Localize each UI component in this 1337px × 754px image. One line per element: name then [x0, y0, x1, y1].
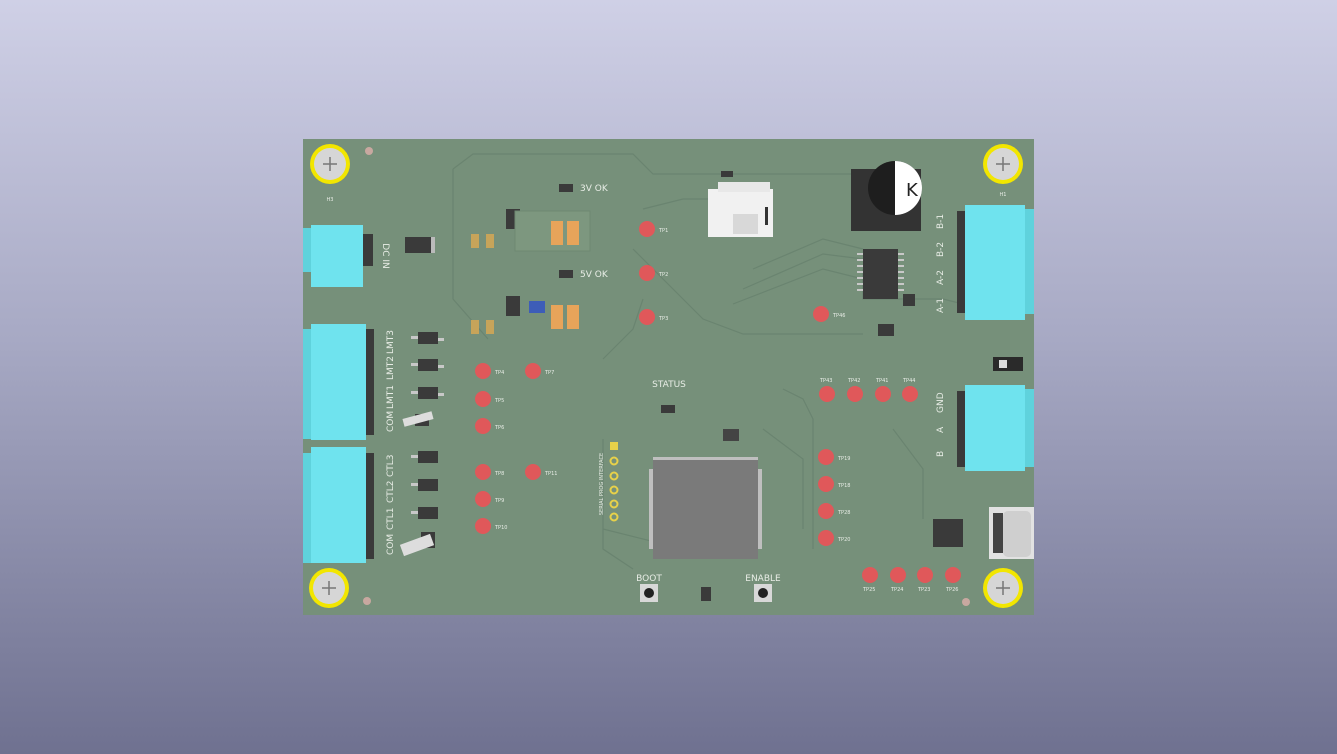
terminal-label: COM — [386, 411, 396, 432]
tp-label: TP6 — [494, 425, 504, 431]
tp-label: TP5 — [494, 398, 504, 404]
tp-label: TP44 — [902, 378, 915, 384]
mcu-module — [649, 457, 762, 559]
terminal-label: CTL2 — [386, 480, 396, 503]
status-led — [661, 405, 675, 413]
hole-label: H1 — [1000, 192, 1007, 198]
transistors-left — [415, 332, 438, 548]
terminal-label: COM — [386, 534, 396, 555]
testpoint-tp46 — [813, 306, 829, 322]
mounting-hole-h1: H1 — [983, 144, 1023, 198]
slide-switch — [993, 357, 1023, 371]
terminal-can: A-1 A-2 B-2 B-1 — [936, 205, 1037, 320]
testpoints-left: TP4 TP5 TP6 TP8 TP9 TP10 TP7 TP11 — [475, 363, 557, 534]
led-5v-label: 5V OK — [580, 270, 609, 280]
enable-label: ENABLE — [745, 574, 781, 584]
hole-label: H3 — [327, 197, 334, 203]
status-label: STATUS — [652, 380, 686, 390]
transistor-pins — [411, 336, 444, 514]
testpoints-right-row: TP43 TP42 TP41 TP44 — [819, 378, 918, 402]
terminal-label: B-2 — [936, 242, 946, 257]
header-label: SERIAL PROG INTERFACE — [599, 453, 605, 515]
power-section: 3V OK 5V OK — [471, 184, 609, 334]
jst-connector — [708, 171, 773, 237]
fiducials — [363, 147, 970, 606]
terminal-label: LMT1 — [386, 385, 396, 409]
terminal-label: A-2 — [936, 270, 946, 285]
tp-label: TP28 — [837, 510, 850, 516]
testpoints-mid: TP1 TP2 TP3 — [639, 221, 668, 325]
terminal-rs485: B A GND — [936, 385, 1037, 471]
dc-in-label: DC IN — [380, 243, 390, 268]
boot-label: BOOT — [636, 574, 662, 584]
tp-label: TP19 — [837, 456, 850, 462]
power-diode — [405, 237, 435, 253]
programming-header: SERIAL PROG INTERFACE — [599, 442, 619, 522]
terminal-label: GND — [936, 392, 946, 413]
tp-label: TP2 — [658, 272, 668, 278]
cap-polarity-mark: K — [906, 180, 919, 201]
tp-label: TP41 — [875, 378, 888, 384]
led-3v-label: 3V OK — [580, 184, 609, 194]
tp-label: TP43 — [819, 378, 832, 384]
terminal-dc-in: DC IN — [297, 225, 390, 287]
boot-button[interactable]: BOOT — [636, 574, 662, 602]
jumper-j3 — [402, 411, 434, 427]
tp-label: TP42 — [847, 378, 860, 384]
mounting-hole-h3: H3 — [310, 144, 350, 203]
can-transceiver-ic — [857, 249, 915, 336]
crystal — [723, 429, 739, 441]
tp-label: TP1 — [658, 228, 668, 234]
enable-button[interactable]: ENABLE — [745, 574, 781, 602]
transistor-q1 — [701, 587, 711, 601]
terminal-label: B-1 — [936, 214, 946, 229]
tp-label: TP20 — [837, 537, 850, 543]
terminal-limits: COM LMT1 LMT2 LMT3 — [297, 324, 396, 440]
testpoints-right-col: TP19 TP18 TP28 TP20 — [818, 449, 850, 546]
tp-label: TP24 — [890, 587, 903, 593]
jumper-j2 — [399, 533, 435, 557]
pcb-render: H3 H1 — [297, 144, 1037, 608]
tp-label: TP23 — [917, 587, 930, 593]
terminal-label: LMT2 — [386, 356, 396, 380]
terminal-label: A — [936, 426, 946, 433]
terminal-label: CTL1 — [386, 507, 396, 530]
pcb-board: H3 H1 — [297, 139, 1037, 615]
tp-label: TP7 — [544, 370, 554, 376]
tp-label: TP26 — [945, 587, 958, 593]
usb-c-connector — [989, 507, 1034, 559]
switch-knob — [999, 360, 1007, 368]
tp-label: TP18 — [837, 483, 850, 489]
tp-label: TP11 — [544, 471, 557, 477]
tp-label: TP46 — [832, 313, 845, 319]
terminal-label: A-1 — [936, 298, 946, 313]
tp-label: TP8 — [494, 471, 504, 477]
tp-label: TP4 — [494, 370, 504, 376]
terminal-controls: COM CTL1 CTL2 CTL3 — [297, 447, 396, 563]
terminal-label: CTL3 — [386, 454, 396, 477]
tp-label: TP10 — [494, 525, 507, 531]
testpoints-bottom: TP25 TP24 TP23 TP26 — [862, 567, 961, 593]
terminal-label: B — [936, 451, 946, 457]
tp-label: TP9 — [494, 498, 504, 504]
electrolytic-capacitor: K — [851, 161, 922, 231]
terminal-label: LMT3 — [386, 330, 396, 354]
mounting-hole-h2 — [309, 568, 349, 608]
diode-band — [431, 237, 435, 253]
usb-bridge-ic — [933, 519, 963, 547]
tp-label: TP3 — [658, 316, 668, 322]
mounting-hole-h4 — [983, 568, 1023, 608]
tp-label: TP25 — [862, 587, 875, 593]
